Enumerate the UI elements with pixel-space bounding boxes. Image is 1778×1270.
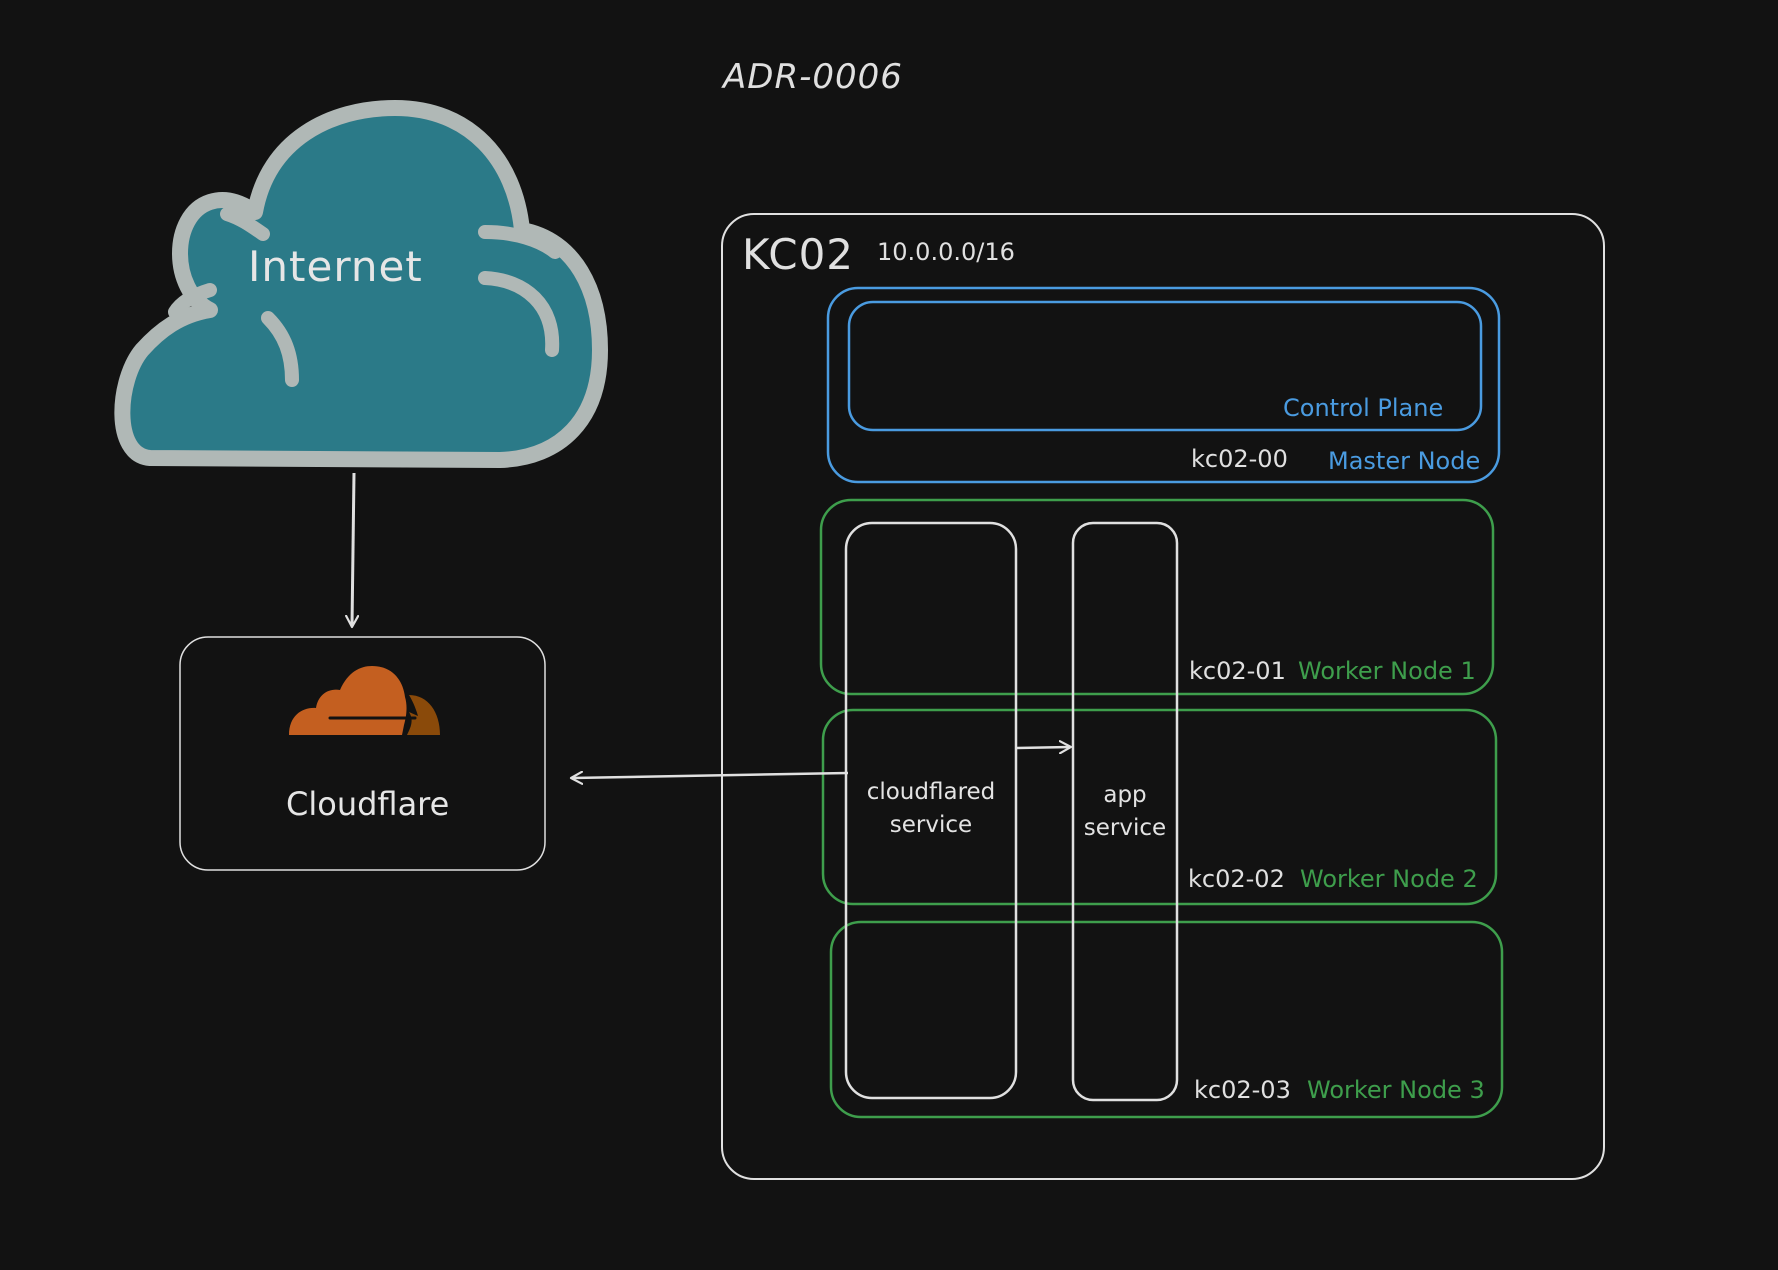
worker-3-role-label: Worker Node 3 bbox=[1307, 1076, 1485, 1104]
worker-node-2-box[interactable] bbox=[821, 708, 1498, 906]
arrow-internet-to-cloudflare bbox=[352, 472, 354, 626]
master-role-label: Master Node bbox=[1328, 447, 1481, 475]
app-service-box[interactable] bbox=[1071, 521, 1179, 1102]
arrow-cloudflared-to-app bbox=[1016, 747, 1070, 748]
master-node-box[interactable] bbox=[826, 286, 1501, 484]
control-plane-box[interactable] bbox=[847, 300, 1483, 432]
app-service-label: app service bbox=[1073, 779, 1177, 845]
cloudflared-service-line1: cloudflared bbox=[866, 779, 996, 805]
cluster-name: KC02 bbox=[742, 230, 855, 279]
arrow-cloudflared-to-cloudflare bbox=[572, 773, 849, 778]
worker-1-role-label: Worker Node 1 bbox=[1298, 657, 1476, 685]
worker-1-host-label: kc02-01 bbox=[1189, 657, 1286, 685]
worker-2-role-label: Worker Node 2 bbox=[1300, 865, 1478, 893]
worker-node-1-box[interactable] bbox=[819, 498, 1495, 696]
worker-3-host-label: kc02-03 bbox=[1194, 1076, 1291, 1104]
cloudflare-label: Cloudflare bbox=[286, 785, 450, 823]
cloudflared-service-label: cloudflared service bbox=[846, 776, 1016, 842]
cluster-cidr: 10.0.0.0/16 bbox=[877, 238, 1015, 266]
worker-2-host-label: kc02-02 bbox=[1188, 865, 1285, 893]
cloudflare-logo-icon bbox=[289, 666, 440, 735]
control-plane-label: Control Plane bbox=[1283, 394, 1444, 422]
master-host-label: kc02-00 bbox=[1191, 445, 1288, 473]
cloudflare-box[interactable] bbox=[179, 636, 546, 871]
app-service-line1: app bbox=[1103, 782, 1147, 808]
cloudflared-service-box[interactable] bbox=[844, 521, 1018, 1100]
cloudflared-service-line2: service bbox=[889, 812, 973, 838]
internet-label: Internet bbox=[248, 242, 423, 291]
diagram-title: ADR-0006 bbox=[723, 57, 903, 97]
worker-node-3-box[interactable] bbox=[829, 920, 1504, 1119]
cluster-box[interactable] bbox=[721, 213, 1605, 1180]
internet-cloud-icon[interactable] bbox=[114, 100, 608, 468]
app-service-line2: service bbox=[1083, 815, 1167, 841]
